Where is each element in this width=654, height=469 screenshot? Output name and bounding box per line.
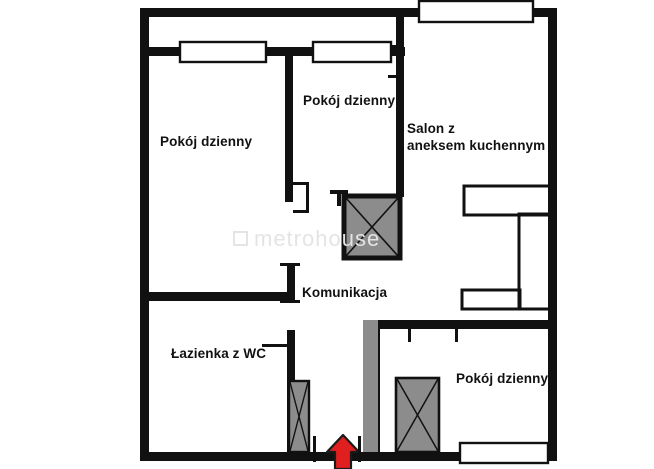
outer-bottom-wall-left — [140, 452, 358, 461]
entrance-jamb-left — [313, 436, 316, 462]
door-jamb-right-room-a — [408, 320, 411, 342]
outer-left-wall — [140, 8, 149, 461]
corridor-top-wall — [149, 292, 295, 301]
outer-bottom-wall-right — [357, 452, 557, 461]
door-jamb-left-room-lower — [293, 210, 309, 213]
room-label-komunikacja: Komunikacja — [302, 285, 388, 300]
room-label-pokoj-dzienny-right: Pokój dzienny — [456, 371, 549, 386]
wall-stub-above-shaft-cap — [330, 190, 348, 194]
wall-corridor-right-upper — [287, 263, 295, 303]
door-jamb-corridor-upper — [280, 263, 300, 266]
watermark-text: metrohouse — [254, 226, 381, 251]
door-jamb-left-room-stub — [306, 182, 309, 210]
salon-label-line-2: aneksem kuchennym — [407, 138, 546, 153]
right-room-top-wall — [372, 320, 548, 329]
balcony-vertical-band — [517, 212, 552, 311]
shaft-right-room — [394, 376, 441, 454]
windows — [178, 0, 550, 465]
balcony-lower-band — [460, 288, 522, 311]
shaft-pilaster-right-room — [363, 320, 378, 452]
door-jamb-right-room-b — [455, 320, 458, 342]
door-jamb-left-room-upper — [293, 182, 309, 185]
door-jamb-salon-lower — [388, 75, 404, 78]
room-label-salon-z-aneksem-kuchennym: Salon z aneksem kuchennym — [407, 120, 545, 154]
shafts — [287, 193, 441, 454]
entrance-arrow — [325, 433, 361, 469]
outer-walls — [140, 8, 557, 461]
balcony-upper-band — [462, 184, 552, 217]
door-jamb-bathroom — [262, 344, 288, 347]
room-label-pokoj-dzienny-center: Pokój dzienny — [303, 93, 396, 108]
window-top-left — [178, 40, 268, 64]
room-label-pokoj-dzienny-left: Pokój dzienny — [160, 134, 253, 149]
window-bottom-right — [458, 441, 550, 465]
door-jamb-salon-upper — [388, 45, 404, 48]
wall-left-center-divider — [285, 47, 293, 202]
room-label-lazienka-z-wc: Łazienka z WC — [171, 346, 267, 361]
shaft-bathroom — [287, 379, 311, 454]
upper-wall-seg-left — [149, 47, 182, 56]
outer-right-wall — [548, 8, 557, 461]
salon-label-line-1: Salon z — [407, 121, 455, 136]
entrance-door-jambs — [313, 436, 361, 462]
wall-center-salon-divider — [396, 17, 404, 197]
window-top-salon — [417, 0, 535, 24]
entrance-jamb-right — [358, 436, 361, 462]
outer-top-wall — [140, 8, 557, 17]
door-jamb-corridor-lower — [280, 300, 300, 303]
wall-stub-above-shaft — [337, 190, 341, 206]
balcony-outlines — [460, 184, 552, 311]
window-top-center — [311, 40, 393, 64]
watermark-logo-mark — [233, 231, 248, 246]
shaft-center — [341, 193, 403, 261]
